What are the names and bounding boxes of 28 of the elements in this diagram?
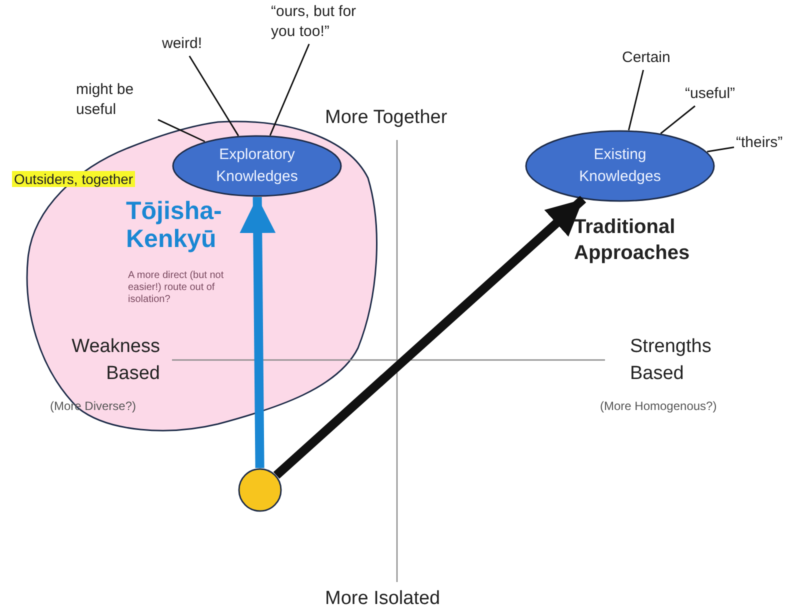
ellipse-shape [172,135,342,197]
node-label: Exploratory Knowledges [215,145,299,187]
leader-line [158,119,206,142]
callout-text: “ours, but for you too!” [271,2,366,42]
callout-text: Certain [622,48,670,68]
axis-label: Weakness Based [70,335,160,386]
arrow [273,196,586,479]
leader-line [188,56,240,136]
node-label: Existing Knowledges [578,145,662,187]
callout-text: weird! [162,34,202,54]
arrow [240,196,276,468]
callout-text: might be useful [76,80,156,120]
axis-label: More Isolated [325,588,440,610]
description-text: A more direct (but not easier!) route out of isolation? [128,270,225,306]
title-text: Tōjisha-Kenkyū [126,197,223,253]
axis-note: (More Homogenous?) [600,399,717,413]
callout-text: “theirs” [736,133,783,153]
circle-shape [238,468,282,512]
leader-line [706,146,734,152]
callout-text: “useful” [685,84,736,104]
leader-line [269,44,310,136]
leader-line [628,70,644,130]
leader-line [660,105,696,134]
approach-label: Traditional Approaches [574,215,691,266]
axis-label: More Together [325,107,448,129]
axis-label: Strengths Based [630,335,712,386]
highlighted-note: Outsiders, together [12,171,136,187]
ellipse-shape [525,130,715,202]
